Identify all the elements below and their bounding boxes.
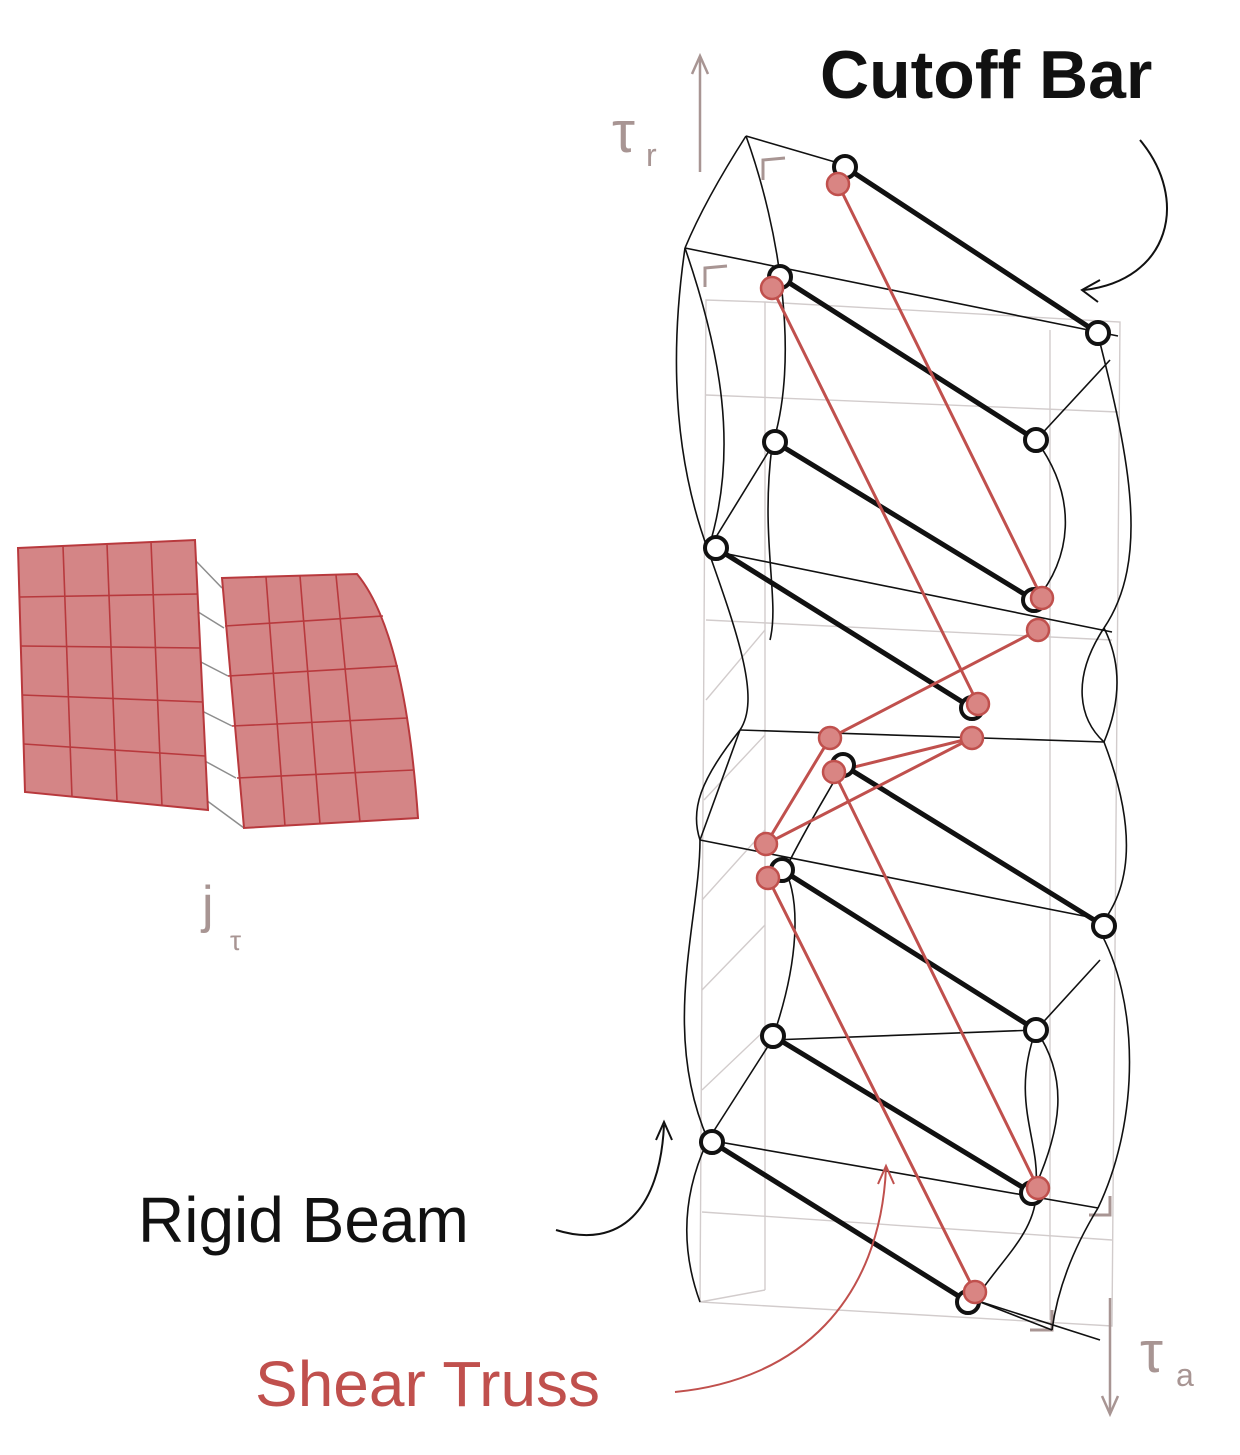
cutoff-bar-5 [840,762,1107,929]
shear-truss-label: Shear Truss [255,1348,600,1420]
crack-ties [194,559,245,829]
tau-r-arrow [690,52,710,172]
cutoff-bar-label: Cutoff Bar [820,37,1152,113]
shear-truss-callout [674,1163,895,1393]
j-tau-label: j [200,876,214,934]
tau-a-arrow [1100,1298,1120,1418]
truss-column [675,135,1132,1341]
truss-joints [753,171,1055,1305]
cutoff-bar-callout [1080,139,1168,303]
tau-a-label: τ [1140,1320,1163,1385]
tau-a-subscript: a [1176,1357,1194,1393]
cutoff-bar-7 [770,1033,1035,1196]
rigid-beam-label: Rigid Beam [138,1184,469,1256]
grid-element: j τ [16,538,420,956]
cutoff-bar-8 [709,1139,971,1305]
cutoff-bar-6 [779,867,1039,1033]
cutoff-bar-1 [842,164,1101,336]
grid-block-right [220,572,420,830]
cutoff-bar-2 [777,274,1039,443]
tau-r-subscript: r [646,137,657,173]
shear-truss-lines [764,182,1044,1294]
cutoff-bar-4 [713,545,975,711]
cutoff-bars [709,164,1107,1305]
tau-r-label: τ [612,100,635,165]
rigid-beam-callout [555,1119,673,1236]
grid-block-left [16,538,210,812]
cutoff-bar-3 [772,439,1037,603]
j-tau-subscript: τ [230,925,241,956]
